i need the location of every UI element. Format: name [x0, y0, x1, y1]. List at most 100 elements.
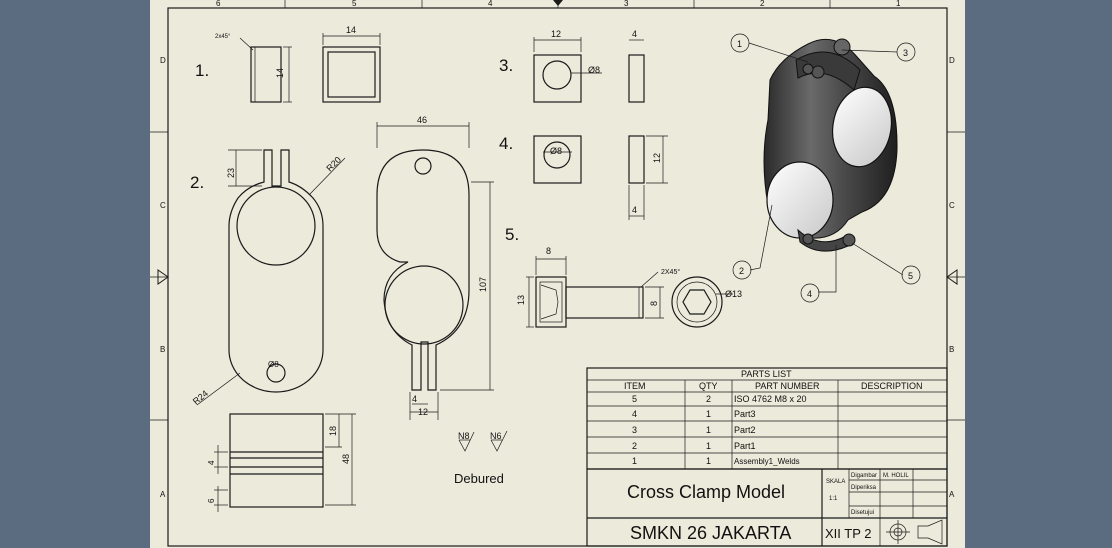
bolt-chamfer-dim: 2X45°	[661, 268, 680, 276]
row-qty: 2	[706, 394, 711, 404]
p3-thickness-dim: 4	[632, 29, 637, 39]
balloons: 1 3 2 4 5	[730, 33, 921, 303]
col-label-4: 4	[488, 0, 493, 8]
row-markers: D C B A D C B A	[150, 56, 965, 499]
block-view: 18 48 4 6	[207, 413, 356, 512]
school-name: SMKN 26 JAKARTA	[630, 523, 791, 543]
main-slot-dim: 12	[418, 407, 428, 417]
balloon-4: 4	[807, 289, 812, 299]
class-code: XII TP 2	[825, 526, 872, 541]
col-label-3: 3	[624, 0, 629, 8]
surface-note: Debured	[454, 471, 504, 486]
step-2-label: 2.	[190, 173, 204, 192]
header-description: DESCRIPTION	[861, 381, 923, 391]
p1-height-dim: 14	[275, 68, 285, 78]
col-label-6: 6	[216, 0, 221, 8]
drawn-label: Digambar	[851, 473, 877, 479]
scale-label: SKALA	[826, 479, 845, 485]
balloon-2: 2	[739, 266, 744, 276]
row-qty: 1	[706, 425, 711, 435]
drawn-name: M. HOLIL	[883, 473, 909, 479]
p2-slot-dim: 23	[226, 168, 236, 178]
surface-n6: N6	[490, 431, 502, 441]
step-5-label: 5.	[505, 225, 519, 244]
row-qty: 1	[706, 409, 711, 419]
bolt-height-dim: 13	[516, 295, 526, 305]
row-label-d-right: D	[949, 56, 955, 65]
p2-hole-dim: Ø8	[268, 360, 279, 369]
p3-hole-dim: Ø8	[588, 65, 600, 75]
row-item: 4	[632, 409, 637, 419]
bolt-face-dim: Ø13	[725, 289, 742, 299]
row-qty: 1	[706, 456, 711, 466]
row-part: Part2	[734, 425, 756, 435]
row-label-d-left: D	[160, 56, 166, 65]
row-item: 2	[632, 441, 637, 451]
scale-value: 1:1	[829, 496, 838, 502]
main-thickness-dim: 4	[412, 394, 417, 404]
projection-symbol-icon	[886, 519, 943, 545]
drawing-title: Cross Clamp Model	[627, 482, 785, 502]
table-row: 5 2 ISO 4762 M8 x 20	[632, 394, 807, 404]
block-h1-dim: 18	[328, 426, 338, 436]
row-label-b-right: B	[949, 345, 954, 354]
step-labels: 1. 2. 3. 4. 5.	[190, 56, 519, 244]
row-item: 3	[632, 425, 637, 435]
parts-list: PARTS LIST ITEM QTY PART NUMBER DESCRIPT…	[586, 367, 948, 470]
row-qty: 1	[706, 441, 711, 451]
p1-chamfer-dim: 2x45°	[215, 34, 231, 40]
row-item: 5	[632, 394, 637, 404]
row-part: ISO 4762 M8 x 20	[734, 394, 807, 404]
step-3-label: 3.	[499, 56, 513, 75]
approved-label: Disetujui	[851, 510, 874, 516]
header-part-number: PART NUMBER	[755, 381, 820, 391]
assembly-isometric	[763, 38, 898, 252]
row-part: Part3	[734, 409, 756, 419]
header-item: ITEM	[624, 381, 646, 391]
col-label-1: 1	[896, 0, 901, 8]
p3-width-dim: 12	[551, 29, 561, 39]
row-label-c-right: C	[949, 201, 955, 210]
balloon-1: 1	[737, 39, 742, 49]
part-3-views: 12 Ø8 4	[533, 29, 645, 103]
title-block: Cross Clamp Model SMKN 26 JAKARTA XII TP…	[586, 468, 948, 547]
row-part: Assembly1_Welds	[734, 457, 800, 466]
surface-finish: N8 N6 Debured	[454, 430, 508, 486]
row-label-a-right: A	[949, 490, 955, 499]
surface-n8: N8	[458, 431, 470, 441]
p4-thickness-dim: 4	[632, 205, 637, 215]
block-h2-dim: 48	[341, 454, 351, 464]
table-row: 3 1 Part2	[632, 425, 756, 435]
col-label-2: 2	[760, 0, 765, 8]
bolt-diameter-dim: 8	[649, 301, 659, 306]
column-markers: 6 5 4 3 2 1	[216, 0, 901, 8]
p4-hole-dim: Ø8	[550, 146, 562, 156]
row-label-c-left: C	[160, 201, 166, 210]
row-label-a-left: A	[160, 490, 166, 499]
main-width-dim: 46	[417, 115, 427, 125]
header-qty: QTY	[699, 381, 718, 391]
p1-width-dim: 14	[346, 25, 356, 35]
row-label-b-left: B	[160, 345, 165, 354]
part-1-views: 2x45° 14 14	[215, 25, 381, 103]
part-4-views: Ø8 12 4	[533, 135, 668, 220]
row-item: 1	[632, 456, 637, 466]
checked-label: Diperiksa	[851, 485, 877, 491]
balloon-3: 3	[903, 48, 908, 58]
row-part: Part1	[734, 441, 756, 451]
bolt-views: 8 13 8 2X45° Ø13	[516, 246, 742, 328]
parts-list-title: PARTS LIST	[741, 369, 792, 379]
table-row: 2 1 Part1	[632, 441, 756, 451]
table-row: 1 1 Assembly1_Welds	[632, 456, 800, 466]
main-plate-view: 46 107 4 12	[376, 115, 494, 420]
step-1-label: 1.	[195, 61, 209, 80]
col-label-5: 5	[352, 0, 357, 8]
block-gap1-dim: 4	[207, 460, 216, 465]
step-4-label: 4.	[499, 134, 513, 153]
main-height-dim: 107	[478, 277, 488, 292]
bolt-head-dim: 8	[546, 246, 551, 256]
p4-height-dim: 12	[652, 153, 662, 163]
table-row: 4 1 Part3	[632, 409, 756, 419]
balloon-5: 5	[908, 271, 913, 281]
